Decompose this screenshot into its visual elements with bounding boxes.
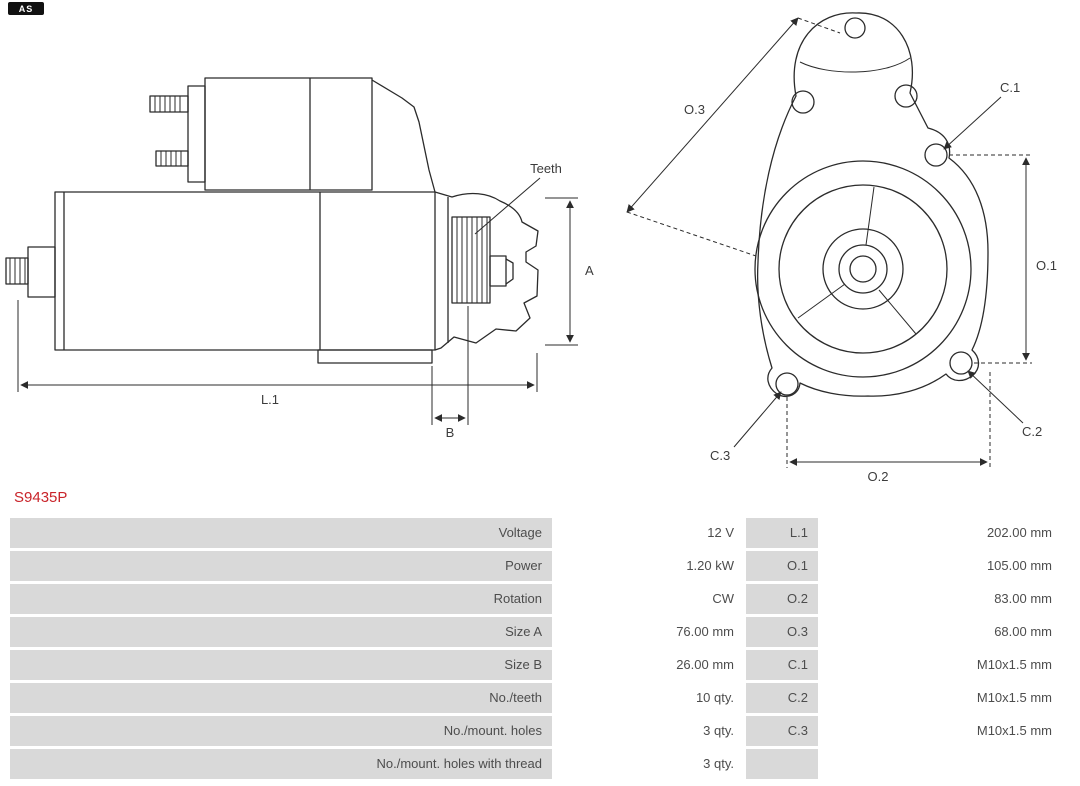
spec-label: No./mount. holes [10, 716, 552, 746]
starter-side-view [5, 77, 539, 364]
spec-dim-label: C.2 [746, 683, 818, 713]
spec-dim-label: O.1 [746, 551, 818, 581]
dim-c1-label: C.1 [1000, 80, 1020, 95]
spec-dim-value: M10x1.5 mm [820, 650, 1062, 680]
dim-a-label: A [585, 263, 594, 278]
dim-b-label: B [446, 425, 455, 440]
spec-label: Size B [10, 650, 552, 680]
dim-l1-label: L.1 [261, 392, 279, 407]
spec-dim-label: C.3 [746, 716, 818, 746]
spec-row: No./teeth 10 qty. C.2 M10x1.5 mm [10, 683, 1062, 713]
technical-drawing: A L.1 B Teeth [5, 12, 1057, 484]
spec-row: Power 1.20 kW O.1 105.00 mm [10, 551, 1062, 581]
spec-label: Power [10, 551, 552, 581]
spec-row: Voltage 12 V L.1 202.00 mm [10, 518, 1062, 548]
spec-dim-value: M10x1.5 mm [820, 683, 1062, 713]
rear-terminal-block [27, 246, 56, 298]
solenoid-body [204, 77, 373, 191]
spec-dim-label [746, 749, 818, 779]
face-outer-circle [754, 160, 972, 378]
spec-value: 26.00 mm [554, 650, 744, 680]
spec-dim-value: 68.00 mm [820, 617, 1062, 647]
spec-row: Size B 26.00 mm C.1 M10x1.5 mm [10, 650, 1062, 680]
side-view-labels: A L.1 B Teeth [261, 161, 594, 440]
motor-foot [317, 349, 433, 364]
spec-dim-label: O.2 [746, 584, 818, 614]
spec-row: No./mount. holes with thread 3 qty. [10, 749, 1062, 779]
c3-leader-line [733, 391, 782, 448]
spec-value: 3 qty. [554, 749, 744, 779]
spec-label: No./teeth [10, 683, 552, 713]
motor-body [54, 191, 436, 351]
teeth-label: Teeth [530, 161, 562, 176]
spec-table: Voltage 12 V L.1 202.00 mm Power 1.20 kW… [10, 518, 1062, 779]
spec-row: Rotation CW O.2 83.00 mm [10, 584, 1062, 614]
spec-value: 12 V [554, 518, 744, 548]
part-number: S9435P [14, 489, 68, 506]
shaft-bore-circle [838, 244, 888, 294]
spec-dim-value: 105.00 mm [820, 551, 1062, 581]
dim-o2-label: O.2 [868, 469, 889, 484]
spec-label: Voltage [10, 518, 552, 548]
spec-row: Size A 76.00 mm O.3 68.00 mm [10, 617, 1062, 647]
spec-value: 3 qty. [554, 716, 744, 746]
mounting-flange-outline [756, 12, 989, 398]
mount-hole-c3 [775, 372, 799, 396]
drive-end-housing [434, 191, 539, 351]
pinion-shaft [489, 255, 507, 287]
spec-dim-value: 83.00 mm [820, 584, 1062, 614]
boss-left [791, 90, 815, 114]
c1-leader-line [943, 96, 1002, 150]
spec-value: 76.00 mm [554, 617, 744, 647]
spec-row: No./mount. holes 3 qty. C.3 M10x1.5 mm [10, 716, 1062, 746]
spec-value: CW [554, 584, 744, 614]
spec-dim-value: 202.00 mm [820, 518, 1062, 548]
spec-value: 1.20 kW [554, 551, 744, 581]
dim-o3-line [626, 17, 799, 213]
spec-dim-label: O.3 [746, 617, 818, 647]
top-ear-hole [844, 17, 866, 39]
starter-front-view [754, 12, 989, 398]
shaft-circle [849, 255, 877, 283]
spec-label: Size A [10, 617, 552, 647]
dim-o1-label: O.1 [1036, 258, 1057, 273]
brand-logo: AS [8, 2, 44, 15]
rear-terminal-stud [5, 257, 29, 285]
spec-value: 10 qty. [554, 683, 744, 713]
spec-label: Rotation [10, 584, 552, 614]
spec-dim-label: L.1 [746, 518, 818, 548]
spec-dim-value: M10x1.5 mm [820, 716, 1062, 746]
dim-o3-label: O.3 [684, 102, 705, 117]
teeth-leader-line [474, 177, 541, 235]
face-inner-circle [778, 184, 948, 354]
spec-dim-value [820, 749, 1062, 779]
hub-circle [822, 228, 904, 310]
terminal-stud-1 [149, 95, 189, 113]
dim-c2-label: C.2 [1022, 424, 1042, 439]
dim-c3-label: C.3 [710, 448, 730, 463]
front-view-dimensions [626, 17, 1032, 468]
pinion-gear [451, 216, 491, 304]
front-view-labels: O.3 C.1 O.1 C.2 C.3 O.2 [684, 80, 1057, 484]
spec-dim-label: C.1 [746, 650, 818, 680]
brand-logo-text: AS [18, 3, 34, 14]
spec-label: No./mount. holes with thread [10, 749, 552, 779]
c2-leader-line [967, 370, 1024, 424]
solenoid-end-cap [187, 85, 206, 183]
mount-hole-c2 [949, 351, 973, 375]
mount-hole-c1 [924, 143, 948, 167]
side-view-dimensions [17, 177, 578, 425]
boss-right [894, 84, 918, 108]
